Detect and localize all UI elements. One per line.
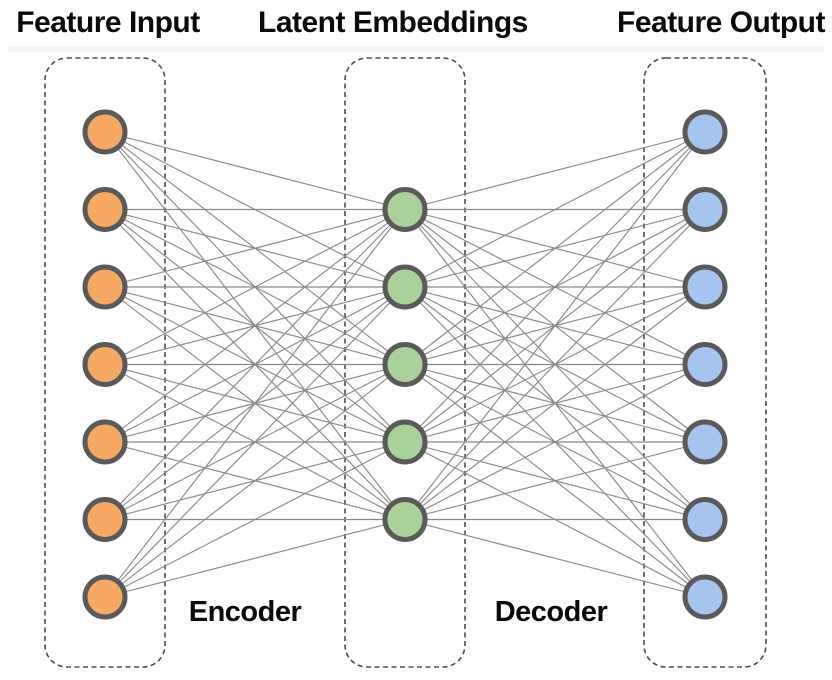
- output-node: [682, 187, 728, 232]
- latent-node: [382, 497, 428, 542]
- encoder-edge: [104, 364, 406, 598]
- decoder-edge: [404, 131, 706, 211]
- title-latent-embeddings: Latent Embeddings: [258, 6, 528, 39]
- latent-node: [382, 342, 428, 387]
- latent-node: [382, 264, 428, 310]
- decoder-edge: [404, 286, 706, 520]
- output-node: [682, 574, 728, 620]
- input-node: [82, 187, 128, 232]
- output-node: [682, 497, 728, 542]
- title-feature-output: Feature Output: [617, 6, 826, 39]
- encoder-label: Encoder: [188, 596, 302, 628]
- title-feature-input: Feature Input: [16, 6, 200, 39]
- encoder-edge: [104, 208, 406, 366]
- feature-output-box: [643, 57, 767, 668]
- layer-boxes: [44, 57, 767, 668]
- encoder-edge: [104, 209, 406, 520]
- encoder-edge: [104, 209, 406, 443]
- decoder-edge: [404, 441, 706, 521]
- encoder-edge: [104, 518, 406, 598]
- input-node: [82, 109, 128, 155]
- decoder-edge: [404, 363, 706, 521]
- input-node: [82, 264, 128, 310]
- encoder-edge: [104, 209, 406, 598]
- input-node: [82, 497, 128, 542]
- encoder-edge: [104, 441, 406, 598]
- output-node: [682, 419, 728, 465]
- faint-divider: [8, 46, 824, 52]
- latent-node: [382, 419, 428, 465]
- decoder-edge: [404, 131, 706, 520]
- decoder-edge: [404, 518, 706, 598]
- encoder-edge: [104, 286, 406, 598]
- connection-edges: [104, 131, 706, 598]
- encoder-edge: [104, 131, 406, 211]
- decoder-edge: [404, 131, 706, 365]
- decoder-edge: [404, 131, 706, 443]
- feature-input-box: [44, 57, 166, 668]
- output-node: [682, 342, 728, 387]
- decoder-edge: [404, 131, 706, 288]
- output-node: [682, 109, 728, 155]
- input-node: [82, 419, 128, 465]
- output-node: [682, 264, 728, 310]
- input-node: [82, 342, 128, 387]
- decoder-label: Decoder: [494, 596, 608, 628]
- latent-node: [382, 187, 428, 232]
- decoder-edge: [404, 209, 706, 520]
- encoder-edge: [104, 208, 406, 288]
- input-node: [82, 574, 128, 620]
- neuron-nodes: [82, 109, 728, 620]
- latent-embeddings-box: [344, 57, 466, 668]
